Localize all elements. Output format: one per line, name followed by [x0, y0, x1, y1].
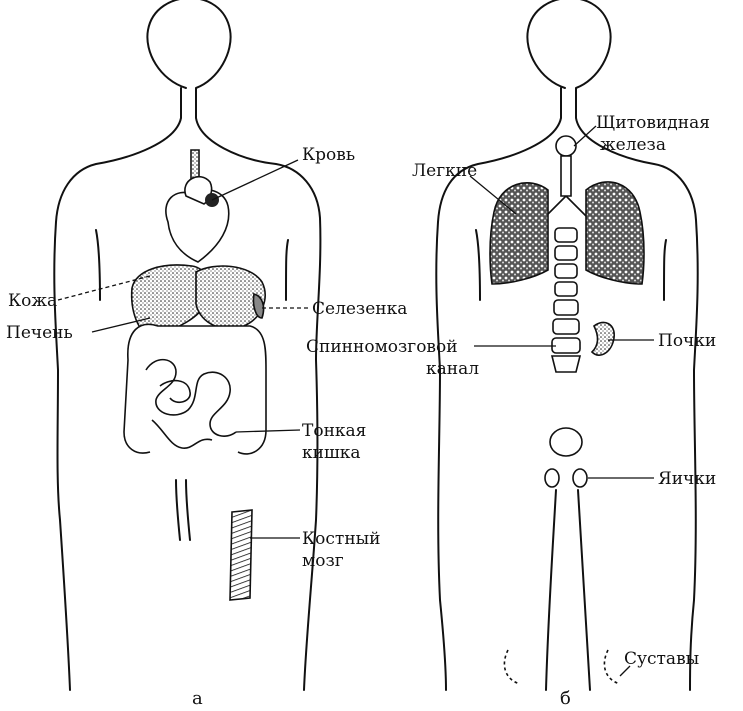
panel-caption-b: б — [560, 688, 571, 709]
leader-thyroid — [574, 126, 596, 146]
label-bone-marrow-2: мозг — [302, 551, 344, 571]
label-spleen: Селезенка — [312, 299, 407, 319]
arm-line-a-right — [286, 240, 288, 300]
arm-line-b-right — [664, 240, 666, 300]
arm-line-b-left — [476, 230, 480, 300]
label-kidneys: Почки — [658, 331, 716, 351]
label-small-intestine-1: Тонкая — [302, 421, 366, 441]
label-spinal-canal-2: канал — [426, 359, 479, 379]
thyroid — [556, 136, 576, 156]
kidney — [592, 322, 614, 355]
bone-marrow — [230, 510, 252, 600]
lung-right — [586, 182, 644, 284]
knee-joint-left — [504, 650, 520, 684]
trachea-b — [561, 156, 571, 196]
testis-left — [545, 469, 559, 487]
label-thyroid-1: Щитовидная — [596, 113, 710, 133]
lung-left — [490, 183, 548, 284]
label-spinal-canal-1: Спинномозговой — [306, 337, 458, 357]
bronchi — [546, 196, 586, 216]
knee-joint-right — [604, 650, 620, 684]
label-joints: Суставы — [624, 649, 699, 669]
label-skin: Кожа — [8, 291, 57, 311]
label-lungs: Легкие — [412, 161, 477, 181]
testis-right — [573, 469, 587, 487]
crotch-a — [176, 480, 190, 540]
large-intestine — [124, 324, 266, 454]
panel-a — [54, 0, 320, 690]
label-small-intestine-2: кишка — [302, 443, 361, 463]
panel-caption-a: а — [192, 688, 203, 709]
label-thyroid-2: железа — [600, 135, 666, 155]
inner-leg-b — [546, 490, 590, 690]
trachea-a — [191, 150, 199, 180]
leader-blood — [212, 160, 298, 200]
label-bone-marrow-1: Костный — [302, 529, 381, 549]
label-liver: Печень — [6, 323, 73, 343]
bladder — [550, 428, 582, 456]
label-testes: Яички — [658, 469, 716, 489]
label-blood: Кровь — [302, 145, 355, 165]
spine — [552, 228, 580, 372]
